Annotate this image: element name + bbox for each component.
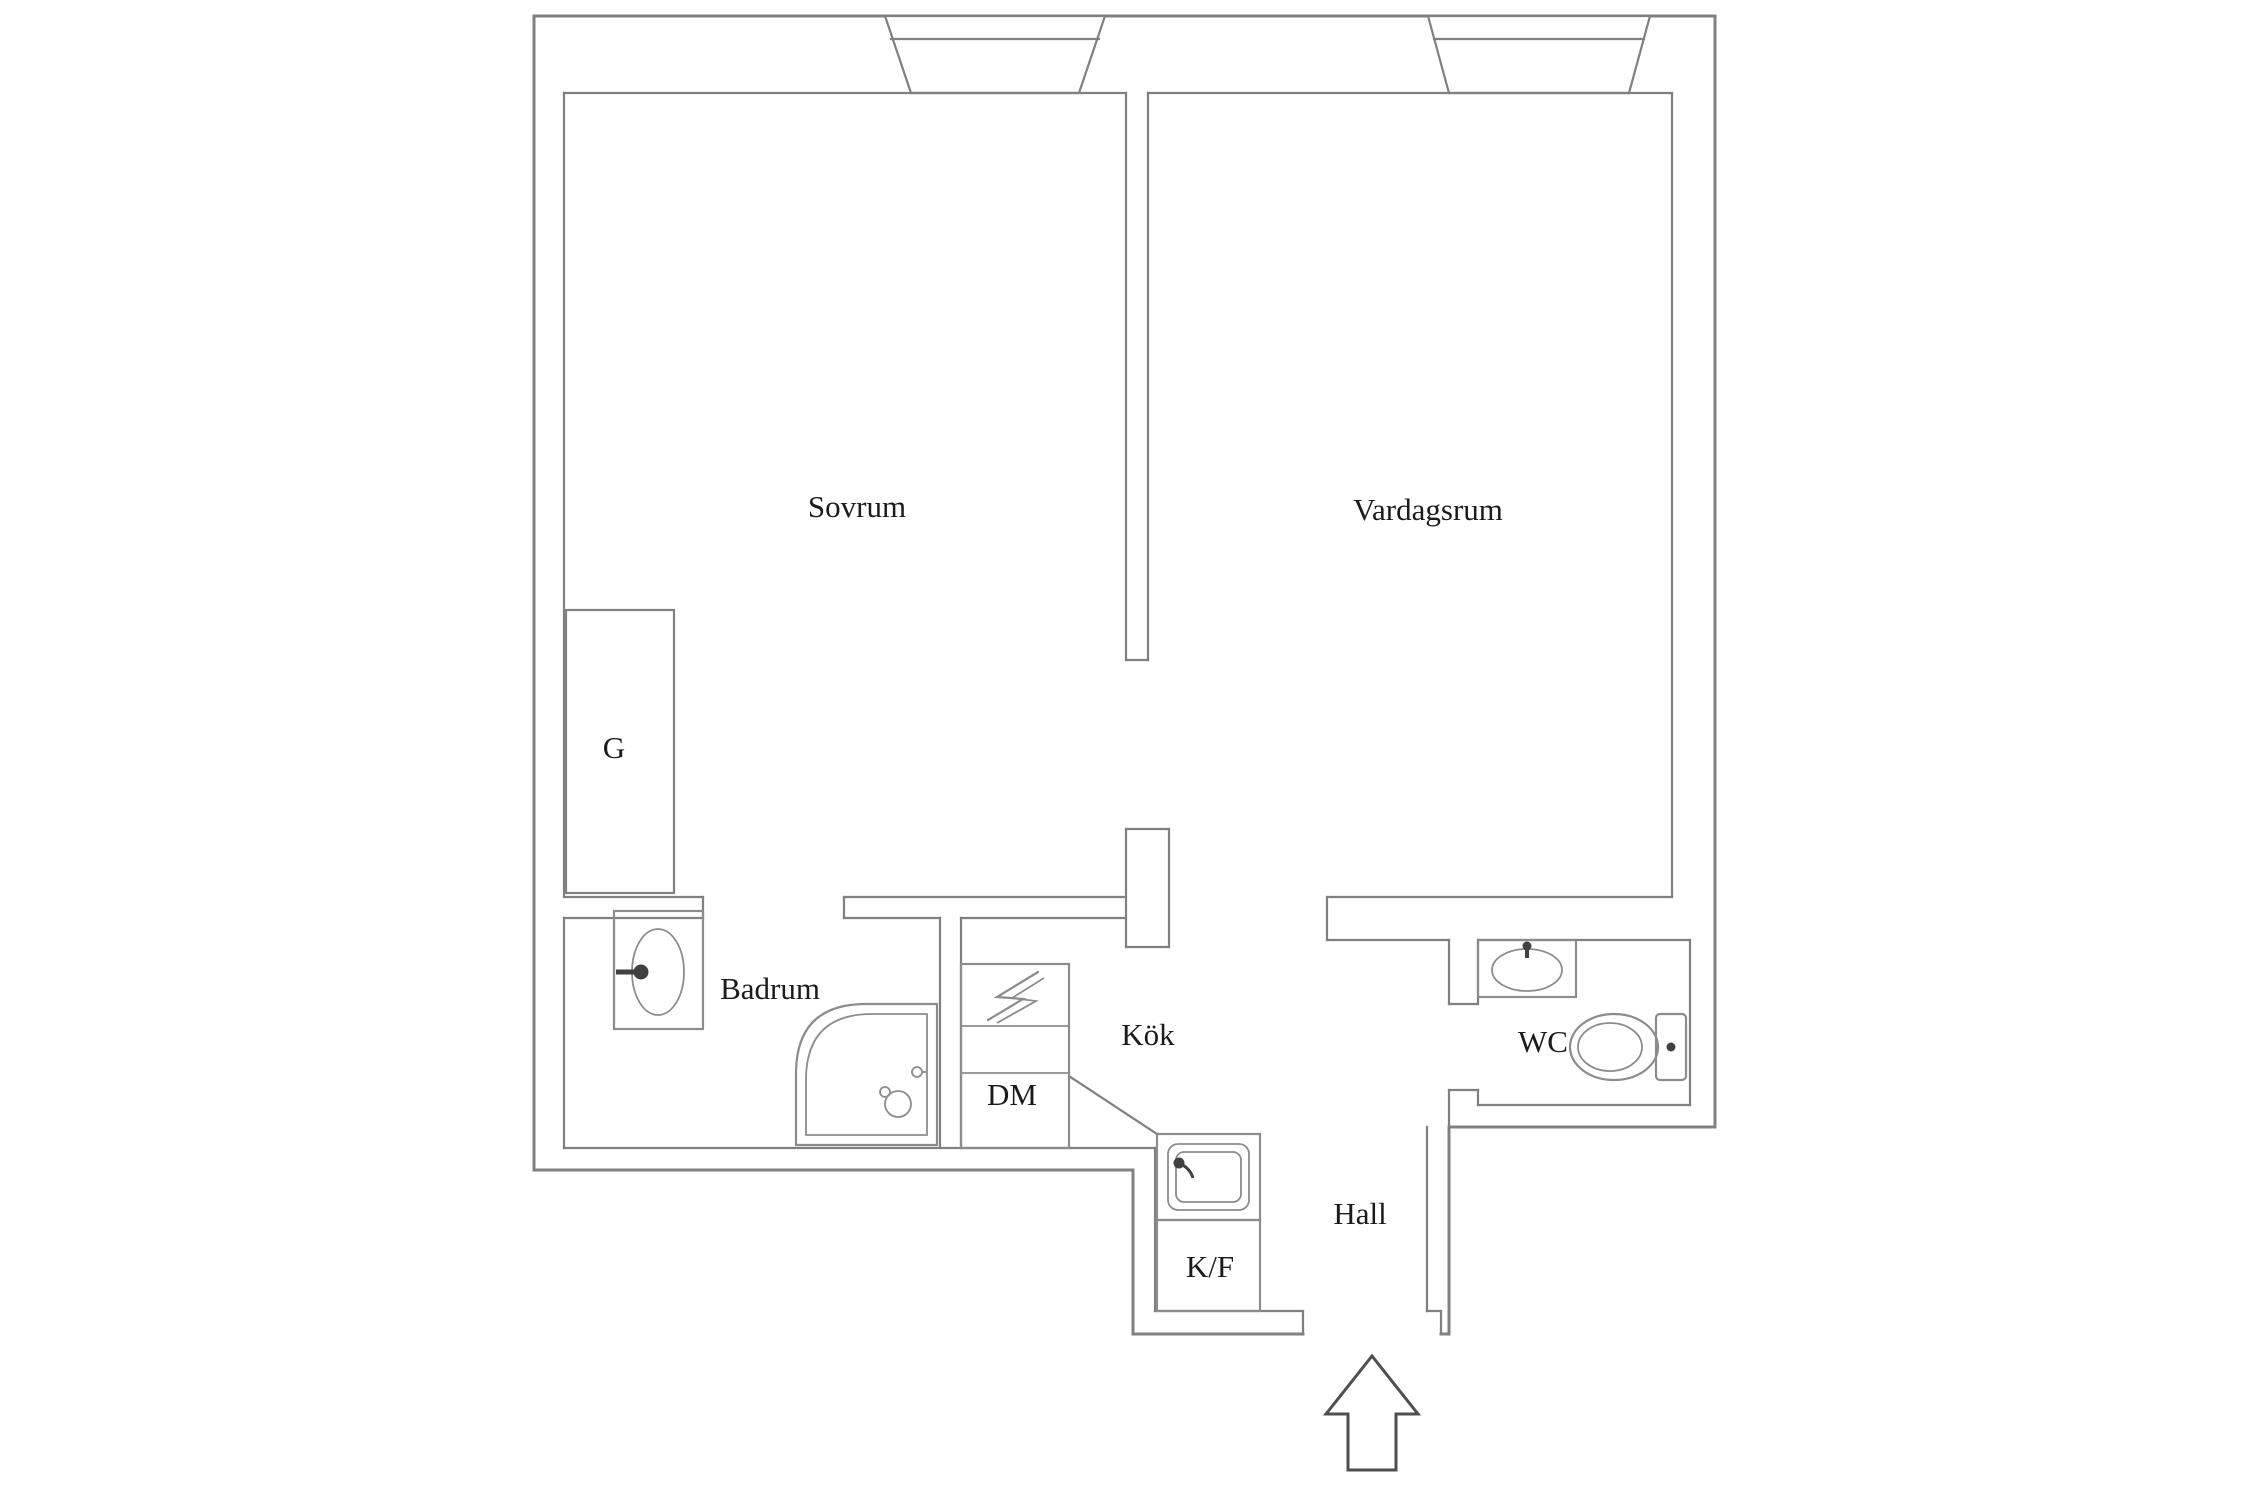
electric-stove-icon xyxy=(986,970,1045,1024)
shower-tray-inner xyxy=(805,1013,928,1136)
room-label-kok: Kök xyxy=(1121,1017,1175,1052)
kitchen-sink xyxy=(1155,1132,1262,1222)
chimney-shaft-icon xyxy=(883,14,1107,95)
closet-outline xyxy=(564,608,676,895)
room-label-kf: K/F xyxy=(1186,1249,1234,1284)
toilet xyxy=(1568,1012,1688,1082)
shower-icon xyxy=(794,1002,939,1147)
lightning-bolt xyxy=(986,970,1040,1022)
shower-head-icon xyxy=(879,1086,891,1098)
interior-walls xyxy=(562,91,1692,1336)
toilet-icon xyxy=(1568,1012,1660,1082)
toilet-flush-button xyxy=(1666,1042,1676,1052)
room-labels: Sovrum Vardagsrum G Badrum Kök DM K/F Ha… xyxy=(603,489,1568,1284)
fridge-freezer-outline xyxy=(1155,1218,1262,1313)
chimney-shaft-right xyxy=(1426,14,1652,95)
sink-basin xyxy=(1167,1143,1250,1211)
room-label-vardagsrum: Vardagsrum xyxy=(1353,492,1503,527)
kitchen-appliance-column xyxy=(959,962,1071,1150)
lightning-bolt-outline xyxy=(996,977,1045,1024)
toilet-tank xyxy=(1654,1012,1688,1082)
kitchen-sink-icon xyxy=(1155,1132,1262,1222)
closet-g xyxy=(564,608,676,895)
shower-drain xyxy=(884,1090,912,1118)
wc-sink-icon xyxy=(1476,938,1578,999)
chimney-shaft-icon xyxy=(1426,14,1652,95)
room-label-wc: WC xyxy=(1518,1024,1568,1059)
room-label-badrum: Badrum xyxy=(720,971,820,1006)
wall-segment-diagonal xyxy=(1067,1074,1159,1136)
faucet-knob xyxy=(633,964,649,980)
entrance xyxy=(1322,1353,1422,1472)
faucet-icon xyxy=(1178,1161,1195,1179)
shower xyxy=(794,1002,939,1147)
chimney-shaft-left xyxy=(883,14,1107,95)
bathroom-sink xyxy=(612,909,705,1031)
sink-basin-inner xyxy=(1175,1151,1242,1203)
exterior-walls xyxy=(532,14,1717,1336)
bathroom-sink-icon xyxy=(612,909,705,1031)
faucet-knob xyxy=(1522,941,1532,951)
outer-boundary xyxy=(532,14,1717,1336)
toilet-bowl-inner xyxy=(1577,1022,1643,1072)
entrance-arrow-icon xyxy=(1322,1353,1422,1472)
room-label-sovrum: Sovrum xyxy=(808,489,906,524)
room-label-hall: Hall xyxy=(1333,1196,1386,1231)
room-label-dm: DM xyxy=(987,1077,1037,1112)
wc-sink xyxy=(1476,938,1578,999)
fridge-freezer xyxy=(1155,1218,1262,1313)
counter-outline xyxy=(959,962,1071,1150)
room-label-garderob: G xyxy=(603,730,625,765)
shower-mixer-icon xyxy=(911,1066,923,1078)
